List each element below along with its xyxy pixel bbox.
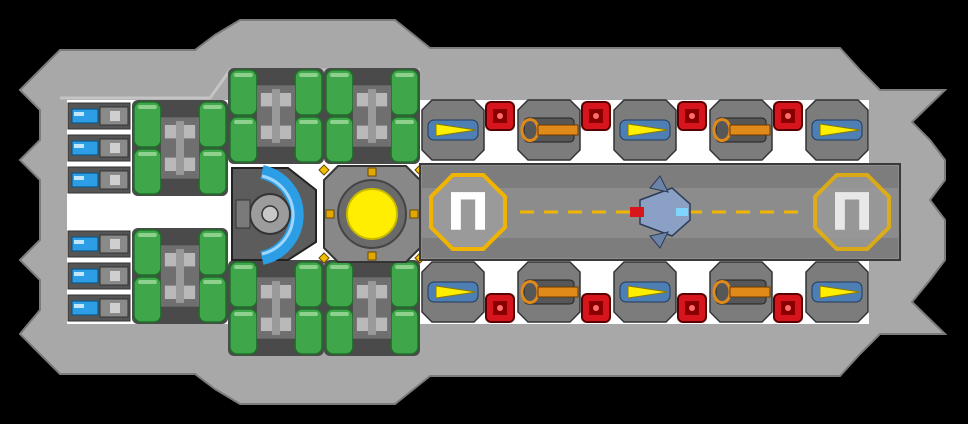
warning-light [581,293,611,323]
fuel-tank [228,68,324,164]
reactor-clamp [367,167,377,177]
fuel-tank [324,260,420,356]
landing-pad: Π [813,173,891,251]
thruster [67,166,131,194]
reactor-glow [346,188,398,240]
laser-turret [421,261,485,323]
thruster [67,102,131,130]
fuel-tank [228,260,324,356]
cockpit-window [260,165,304,265]
warning-light-group [485,101,803,323]
warning-light [485,101,515,131]
warning-light [677,101,707,131]
thruster [67,262,131,290]
landing-pad: Π [429,173,507,251]
fuel-tank-group [132,68,420,356]
thruster [67,294,131,322]
laser-turret [613,99,677,161]
cannon-turret [517,261,581,323]
fuel-tank [132,228,228,324]
cannon-turret [709,261,773,323]
thruster-group [67,102,131,322]
corner-marker [318,164,330,176]
turret-group [421,99,869,323]
reactor-clamp [325,209,335,219]
reactor [318,164,426,264]
hull-accent [60,68,420,100]
cannon-turret [709,99,773,161]
warning-light [773,101,803,131]
warning-light [677,293,707,323]
laser-turret [805,99,869,161]
cannon-turret [517,99,581,161]
reactor-clamp [409,209,419,219]
pad-glyph: Π [830,183,874,243]
fuel-tank [324,68,420,164]
pad-glyph: Π [446,183,490,243]
warning-light [773,293,803,323]
thruster [67,230,131,258]
docked-fighter [630,175,691,249]
cockpit-module [231,165,317,265]
engine-glow [630,207,644,217]
canopy [676,208,688,216]
fuel-tank [132,100,228,196]
thruster [67,134,131,162]
reactor-clamp [367,251,377,261]
laser-turret [421,99,485,161]
laser-turret [805,261,869,323]
cockpit [231,165,317,265]
warning-light [485,293,515,323]
reactor-core [318,164,426,264]
laser-turret [613,261,677,323]
warning-light [581,101,611,131]
corner-marker [318,252,330,264]
